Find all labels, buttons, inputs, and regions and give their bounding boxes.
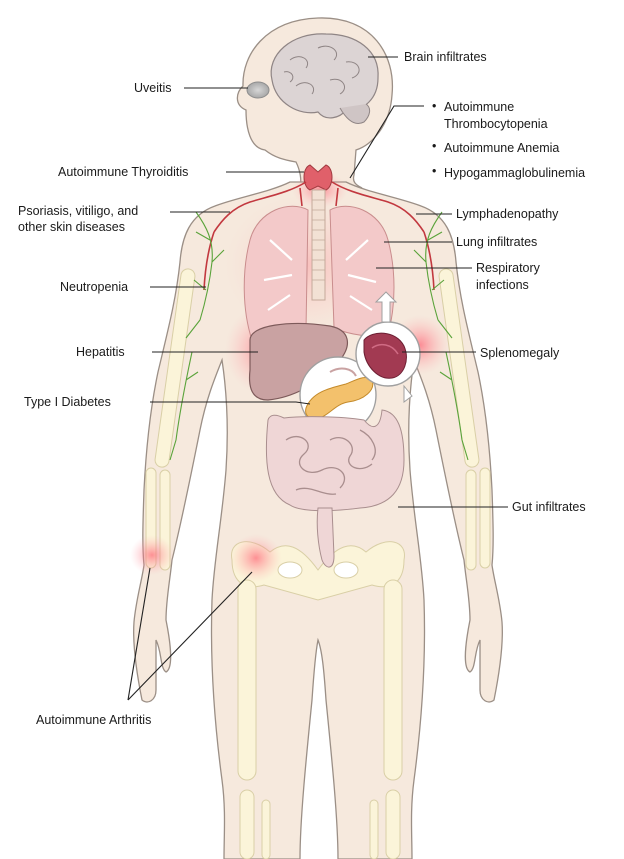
label-respiratory-line1: Respiratory: [476, 261, 541, 275]
label-respiratory-line2: infections: [476, 278, 529, 292]
label-skin-line2: other skin diseases: [18, 220, 125, 234]
label-splenomegaly: Splenomegaly: [480, 346, 560, 360]
label-uveitis: Uveitis: [134, 81, 172, 95]
label-neutropenia: Neutropenia: [60, 280, 128, 294]
label-brain-infiltrates: Brain infiltrates: [404, 50, 487, 64]
label-thrombocytopenia-line2: Thrombocytopenia: [444, 117, 548, 131]
label-type-1-diabetes: Type I Diabetes: [24, 395, 111, 409]
bullet-hypogammaglobulinemia: •: [432, 164, 436, 178]
label-autoimmune-anemia: Autoimmune Anemia: [444, 141, 559, 155]
label-autoimmune-thyroiditis: Autoimmune Thyroiditis: [58, 165, 188, 179]
label-autoimmune-arthritis: Autoimmune Arthritis: [36, 713, 151, 727]
label-hepatitis: Hepatitis: [76, 345, 125, 359]
bullet-anemia: •: [432, 139, 436, 153]
label-gut-infiltrates: Gut infiltrates: [512, 500, 586, 514]
trachea: [312, 190, 325, 300]
label-lymphadenopathy: Lymphadenopathy: [456, 207, 559, 221]
label-hypogammaglobulinemia: Hypogammaglobulinemia: [444, 166, 585, 180]
eye: [247, 82, 269, 98]
label-thrombocytopenia-line1: Autoimmune: [444, 100, 514, 114]
label-lung-infiltrates: Lung infiltrates: [456, 235, 537, 249]
label-skin-line1: Psoriasis, vitiligo, and: [18, 204, 138, 218]
bullet-thrombocytopenia: •: [432, 99, 436, 113]
